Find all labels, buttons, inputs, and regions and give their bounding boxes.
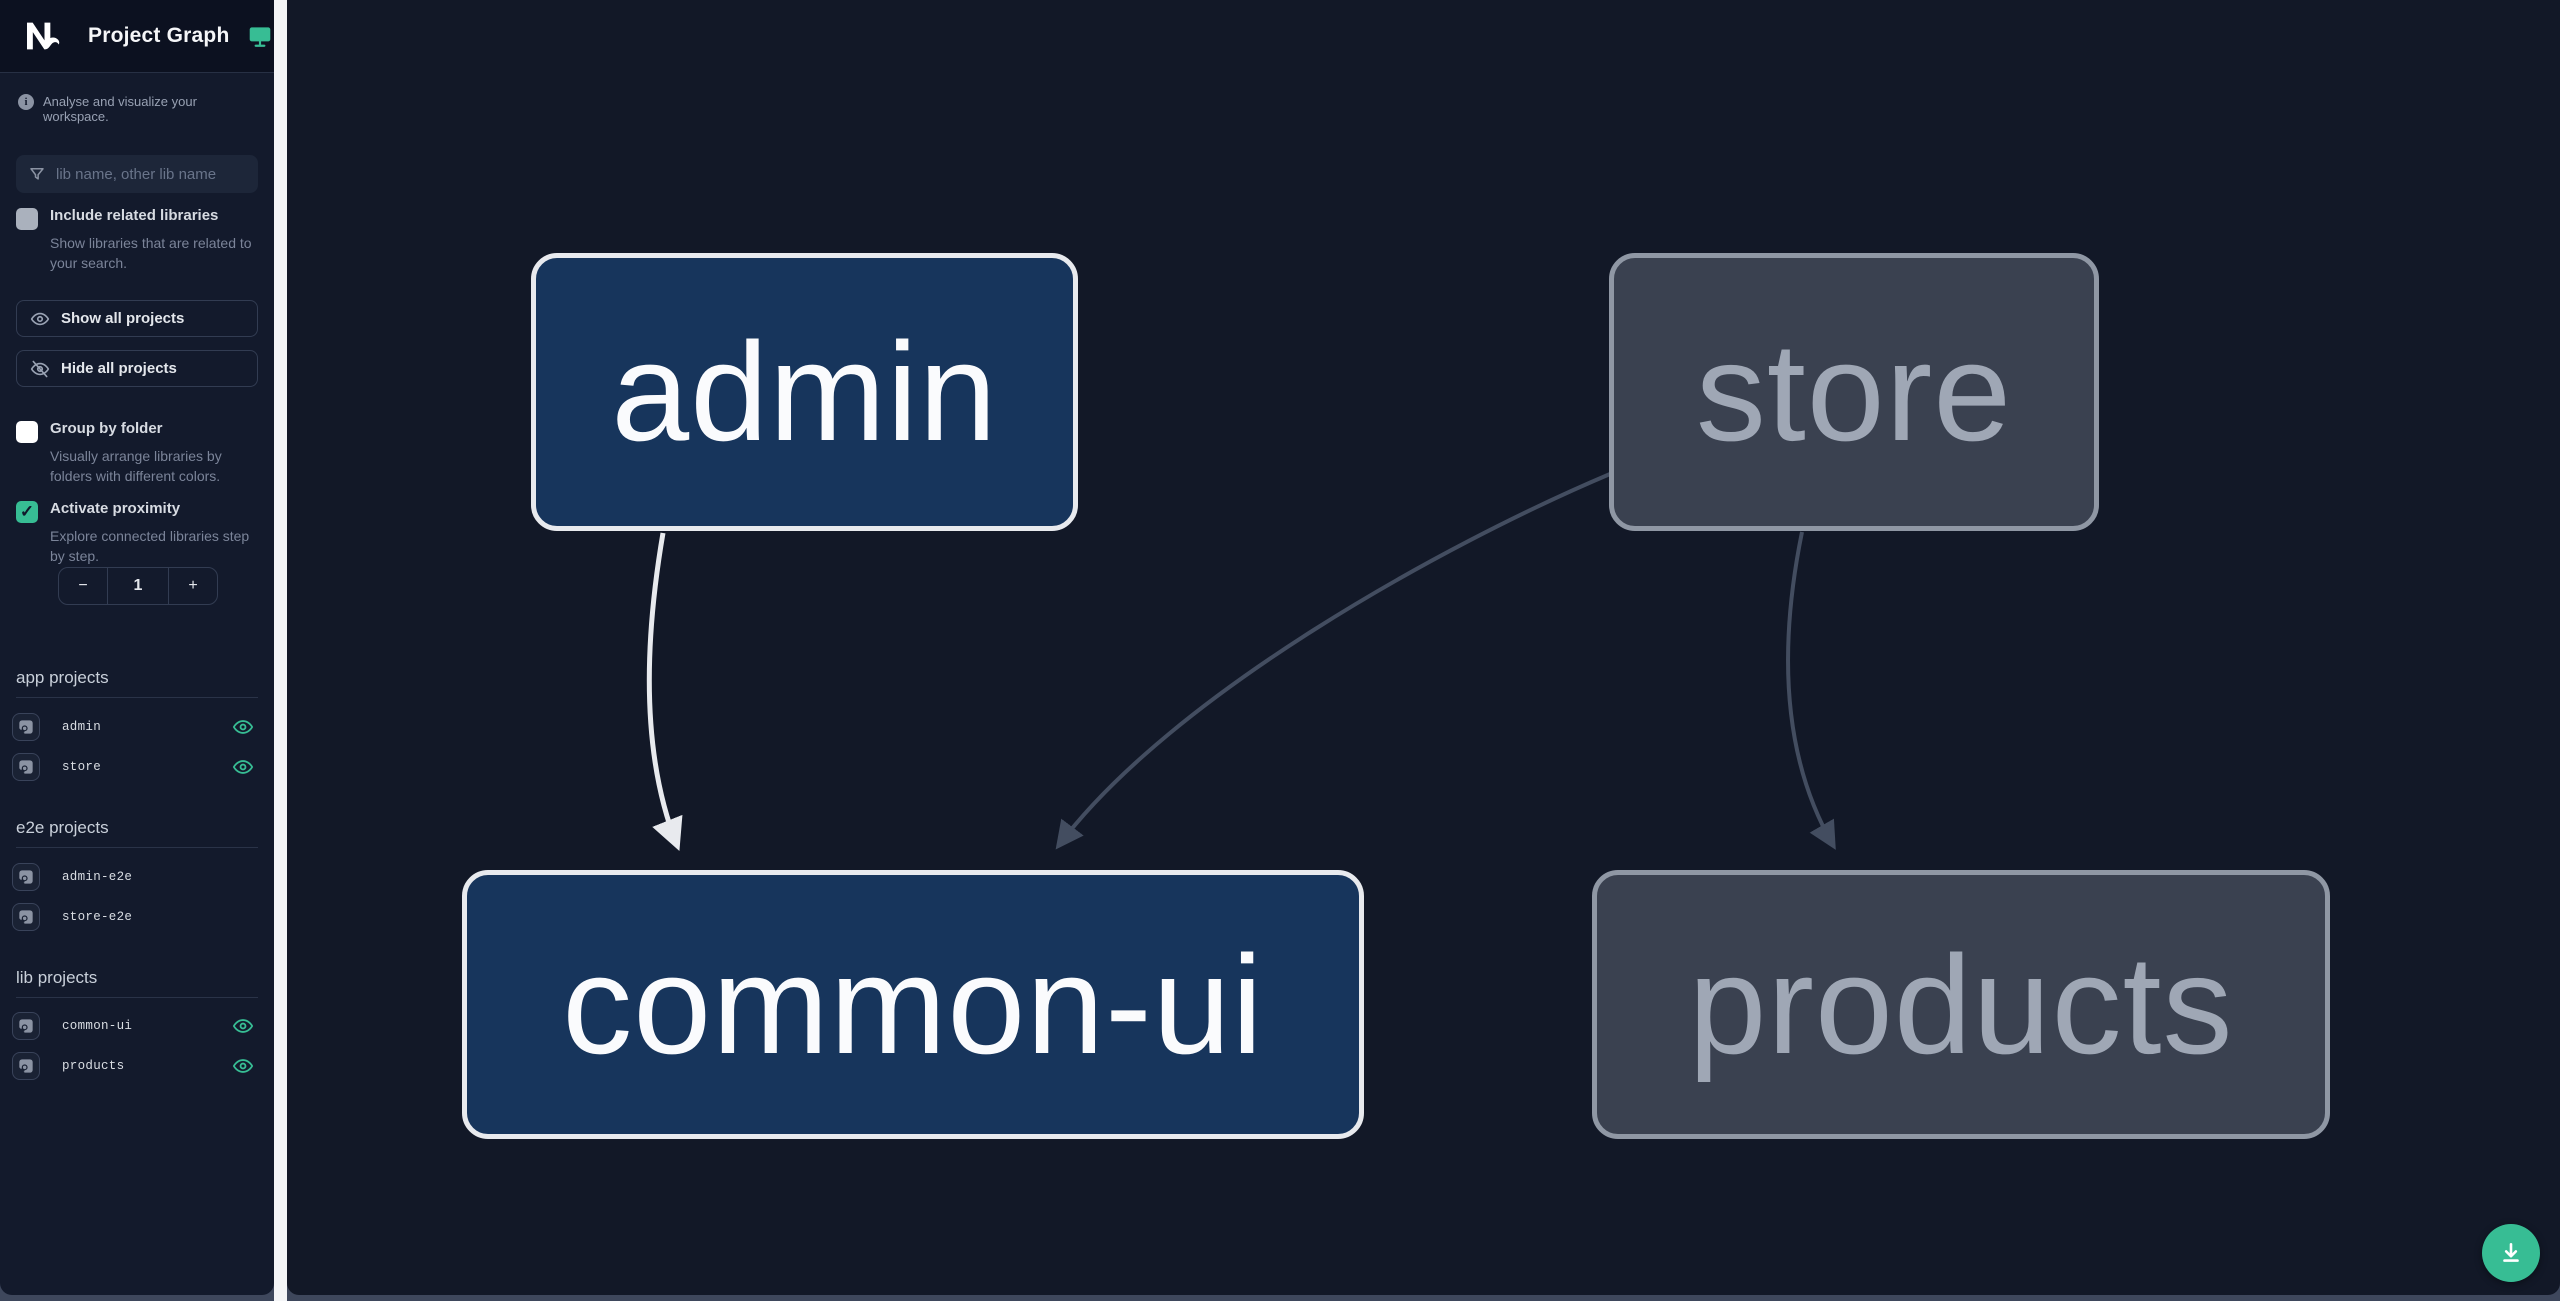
include-related-description: Show libraries that are related to your … — [50, 235, 252, 271]
include-related-label: Include related libraries — [50, 207, 219, 224]
nx-logo-icon — [27, 22, 60, 50]
focus-icon — [19, 1019, 33, 1033]
group-by-folder-description: Visually arrange libraries by folders wi… — [50, 448, 222, 484]
project-name: store-e2e — [62, 910, 133, 924]
project-name: products — [62, 1059, 125, 1073]
section-title-e2e-projects: e2e projects — [16, 818, 258, 848]
focus-project-button[interactable] — [12, 753, 40, 781]
focus-icon — [19, 720, 33, 734]
proximity-increment-button[interactable]: + — [188, 577, 198, 594]
edge-store-to-common-ui — [1055, 472, 1611, 850]
focus-project-button[interactable] — [12, 713, 40, 741]
graph-node-admin[interactable]: admin — [531, 253, 1078, 531]
graph-node-products[interactable]: products — [1592, 870, 2330, 1139]
project-name: common-ui — [62, 1019, 133, 1033]
project-row-store-e2e: store-e2e — [12, 903, 262, 931]
window-bottom-edge — [0, 1295, 2560, 1301]
activate-proximity-label: Activate proximity — [50, 500, 181, 517]
project-row-admin-e2e: admin-e2e — [12, 863, 262, 891]
proximity-decrement-button[interactable]: − — [78, 577, 88, 594]
graph-node-common-ui[interactable]: common-ui — [462, 870, 1364, 1139]
toggle-visibility-eye-icon[interactable] — [232, 1015, 254, 1037]
hide-all-projects-label: Hide all projects — [61, 360, 177, 377]
filter-icon — [30, 168, 44, 180]
focus-project-button[interactable] — [12, 1012, 40, 1040]
sidebar: Project Graph i Analyse and visualize yo… — [0, 0, 274, 1295]
proximity-stepper: − 1 + — [58, 567, 218, 605]
section-title-lib-projects: lib projects — [16, 968, 258, 998]
dependency-edges — [646, 472, 1836, 852]
page-title: Project Graph — [88, 24, 230, 47]
graph-canvas[interactable]: admin store common-ui products — [287, 0, 2560, 1295]
monitor-icon — [250, 27, 271, 47]
sidebar-header: Project Graph — [0, 0, 274, 73]
eye-off-icon — [30, 360, 50, 377]
project-row-common-ui: common-ui — [12, 1012, 262, 1040]
focus-project-button[interactable] — [12, 1052, 40, 1080]
group-by-folder-row: Group by folder Visually arrange librari… — [16, 420, 260, 487]
search-input[interactable] — [56, 165, 255, 183]
focus-icon — [19, 1059, 33, 1073]
focus-project-button[interactable] — [12, 863, 40, 891]
show-all-projects-label: Show all projects — [61, 310, 185, 327]
focus-project-button[interactable] — [12, 903, 40, 931]
tagline-text: Analyse and visualize your workspace. — [43, 94, 197, 124]
show-all-projects-button[interactable]: Show all projects — [16, 300, 258, 337]
toggle-visibility-eye-icon[interactable] — [232, 1055, 254, 1077]
workspace-tagline: i Analyse and visualize your workspace. — [18, 94, 262, 124]
activate-proximity-row: ✓ Activate proximity Explore connected l… — [16, 500, 260, 567]
sidebar-resizer[interactable] — [274, 0, 287, 1301]
group-by-folder-checkbox[interactable] — [16, 421, 38, 443]
info-icon: i — [18, 94, 34, 110]
project-row-products: products — [12, 1052, 262, 1080]
activate-proximity-checkbox[interactable]: ✓ — [16, 501, 38, 523]
include-related-row: Include related libraries Show libraries… — [16, 207, 260, 274]
project-name: admin — [62, 720, 102, 734]
graph-node-store[interactable]: store — [1609, 253, 2099, 531]
eye-icon — [30, 312, 50, 325]
project-name: store — [62, 760, 102, 774]
proximity-value: 1 — [107, 568, 169, 604]
focus-icon — [19, 760, 33, 774]
download-graph-button[interactable] — [2482, 1224, 2540, 1282]
toggle-visibility-eye-icon[interactable] — [232, 756, 254, 778]
activate-proximity-description: Explore connected libraries step by step… — [50, 528, 250, 564]
project-row-store: store — [12, 753, 262, 781]
section-title-app-projects: app projects — [16, 668, 258, 698]
edge-store-to-products — [1786, 531, 1836, 850]
hide-all-projects-button[interactable]: Hide all projects — [16, 350, 258, 387]
project-name: admin-e2e — [62, 870, 133, 884]
toggle-visibility-eye-icon[interactable] — [232, 716, 254, 738]
group-by-folder-label: Group by folder — [50, 420, 163, 437]
include-related-checkbox[interactable] — [16, 208, 38, 230]
focus-icon — [19, 910, 33, 924]
edge-admin-to-common-ui — [646, 532, 683, 852]
search-box — [16, 155, 258, 193]
focus-icon — [19, 870, 33, 884]
download-icon — [2503, 1243, 2519, 1262]
project-row-admin: admin — [12, 713, 262, 741]
